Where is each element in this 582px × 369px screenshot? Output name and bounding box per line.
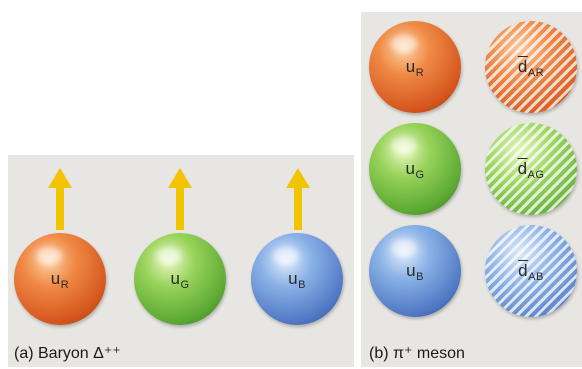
quark-label: uG [134, 269, 226, 291]
quark-label: uG [369, 159, 461, 181]
quark-u-green: uG [134, 233, 226, 325]
antiquark-d-antiblue: dAB [485, 225, 577, 317]
baryon-caption: (a) Baryon Δ⁺⁺ [14, 343, 121, 363]
quark-label: uR [14, 269, 106, 291]
antiquark-label: dAB [485, 261, 577, 283]
spin-up-arrow [168, 168, 192, 230]
antiquark-label: dAR [485, 57, 577, 79]
quark-u-blue: uB [251, 233, 343, 325]
baryon-panel: uR uG uB (a) Baryon Δ⁺⁺ [8, 155, 354, 367]
quark-label: uR [369, 57, 461, 79]
meson-panel: uR dAR uG dAG uB dAB (b) π⁺ meson [361, 12, 582, 367]
quark-label: uB [251, 269, 343, 291]
quark-u-red: uR [369, 21, 461, 113]
antiquark-d-antired: dAR [485, 21, 577, 113]
spin-up-arrow [48, 168, 72, 230]
antiquark-d-antigreen: dAG [485, 123, 577, 215]
antiquark-label: dAG [485, 159, 577, 181]
quark-u-red: uR [14, 233, 106, 325]
meson-caption: (b) π⁺ meson [369, 343, 465, 363]
quark-u-green: uG [369, 123, 461, 215]
spin-up-arrow [286, 168, 310, 230]
quark-u-blue: uB [369, 225, 461, 317]
quark-label: uB [369, 261, 461, 283]
